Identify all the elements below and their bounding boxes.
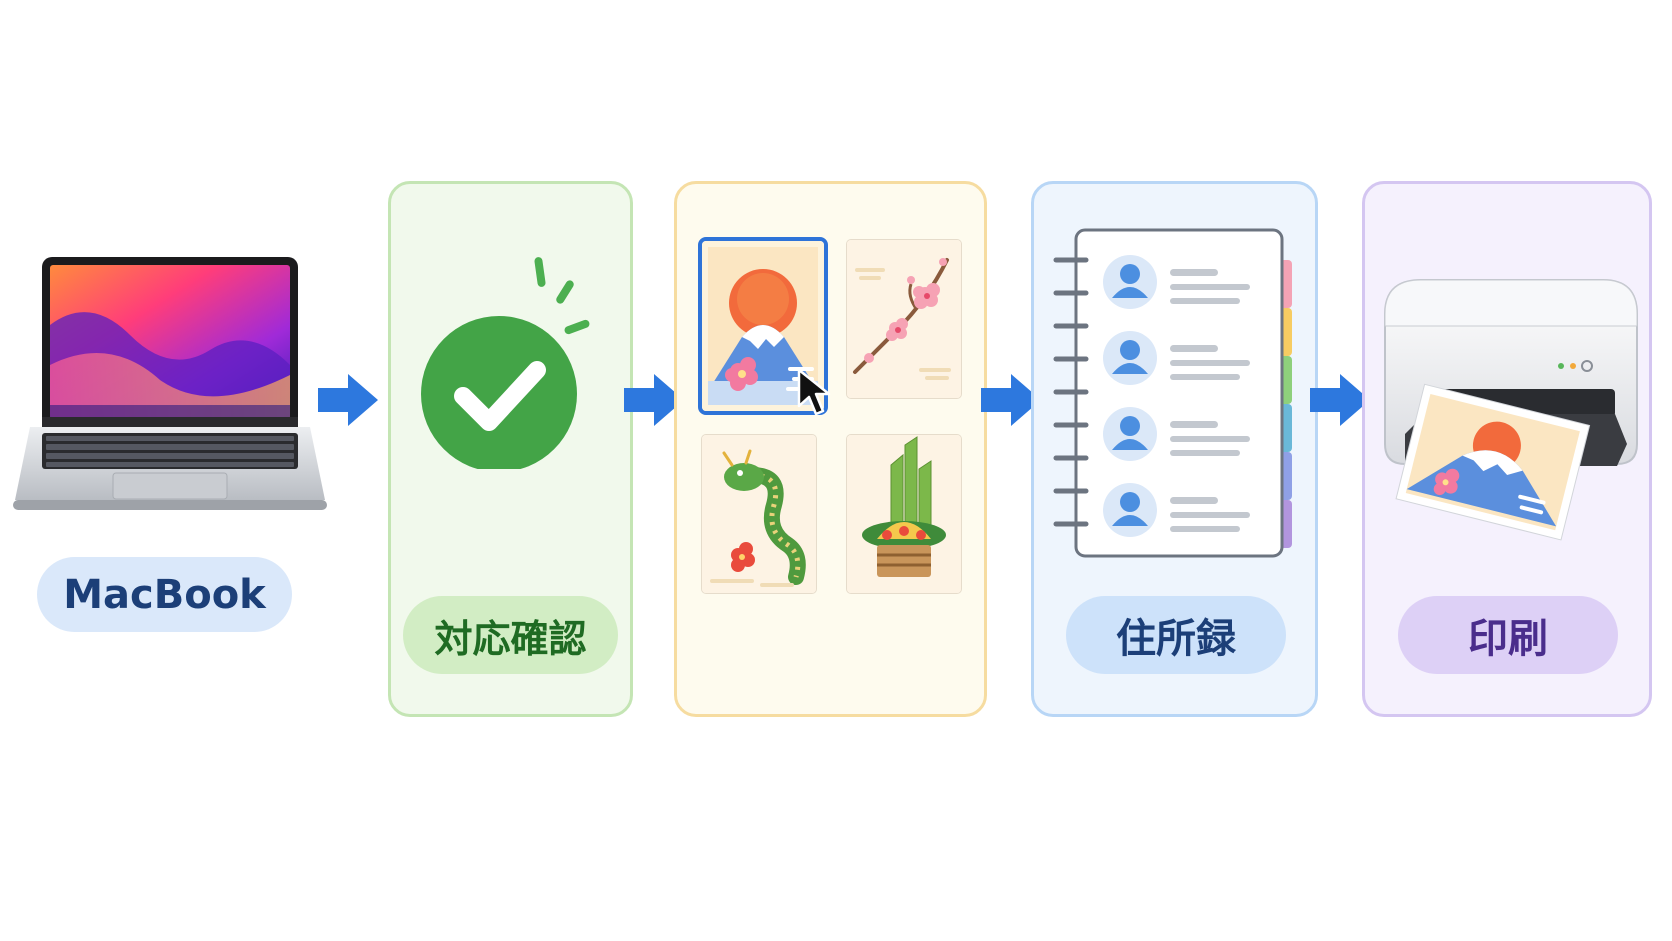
plum-blossom-icon xyxy=(847,240,961,398)
step-check-label: 対応確認 xyxy=(403,596,618,674)
step-address-panel: 住所録 xyxy=(1031,181,1318,717)
step-macbook-label: MacBook xyxy=(37,557,292,632)
step-address-label: 住所録 xyxy=(1066,596,1286,674)
arrow-right-icon xyxy=(1310,374,1370,426)
address-book-icon xyxy=(1053,228,1292,558)
plum-blossom-card[interactable] xyxy=(846,239,962,399)
dragon-card[interactable] xyxy=(701,434,817,594)
step-design-panel xyxy=(674,181,987,717)
step-check-panel: 対応確認 xyxy=(388,181,633,717)
kadomatsu-icon xyxy=(847,435,961,593)
arrow-right-icon xyxy=(318,374,378,426)
arrow-right-icon xyxy=(981,374,1041,426)
laptop-icon xyxy=(13,257,327,510)
step-print-panel: 印刷 xyxy=(1362,181,1652,717)
printer-icon xyxy=(1384,279,1638,541)
cursor-icon xyxy=(797,368,831,416)
checkmark-icon xyxy=(421,257,590,469)
step-print-label: 印刷 xyxy=(1398,596,1618,674)
arrow-right-icon xyxy=(624,374,684,426)
dragon-icon xyxy=(702,435,816,593)
kadomatsu-card[interactable] xyxy=(846,434,962,594)
